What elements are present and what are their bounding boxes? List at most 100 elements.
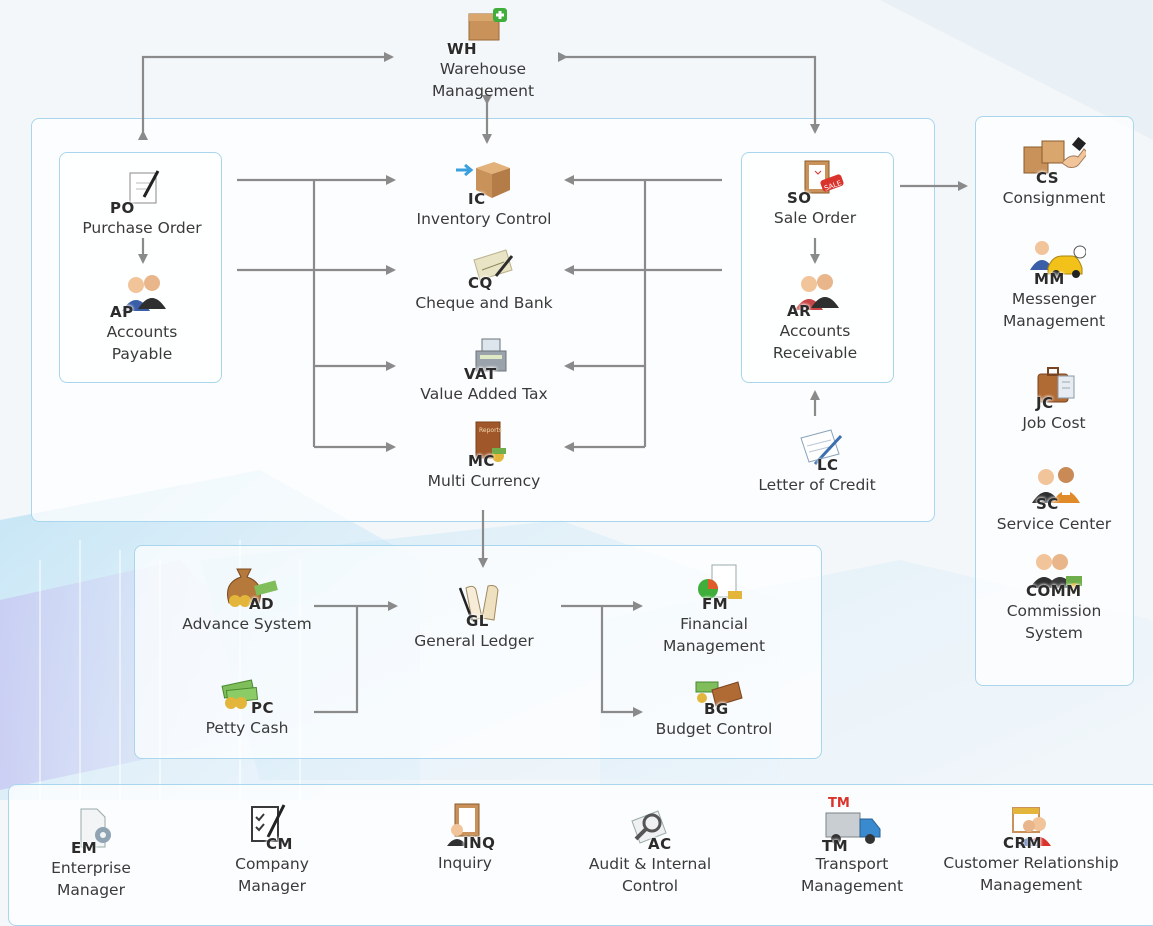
module-label: Company Manager bbox=[235, 855, 309, 895]
module-abbr: SO bbox=[787, 189, 812, 207]
module-label: Consignment bbox=[1002, 189, 1106, 207]
module-value-added-tax[interactable]: VAT Value Added Tax bbox=[394, 333, 574, 405]
module-abbr: IC bbox=[468, 190, 486, 208]
module-warehouse[interactable]: WH Warehouse Management bbox=[393, 8, 573, 102]
module-abbr: LC bbox=[817, 456, 839, 474]
module-budget-control[interactable]: BG Budget Control bbox=[624, 668, 804, 740]
briefcase-icon: JC bbox=[1022, 362, 1086, 412]
module-label: Audit & Internal Control bbox=[588, 855, 712, 895]
module-label: Cheque and Bank bbox=[415, 294, 553, 312]
arrow-gl-bg bbox=[600, 606, 643, 717]
module-abbr: INQ bbox=[463, 834, 496, 852]
book-money-icon: BG bbox=[682, 668, 746, 718]
magnifier-icon: AC bbox=[618, 803, 682, 853]
module-label: Accounts Payable bbox=[106, 323, 178, 363]
people-icon: AP bbox=[110, 271, 174, 321]
module-abbr: CS bbox=[1036, 169, 1060, 187]
document-gear-icon: EM bbox=[59, 807, 123, 857]
module-messenger-management[interactable]: MM Messenger Management bbox=[964, 238, 1144, 332]
module-inventory-control[interactable]: IC Inventory Control bbox=[394, 158, 574, 230]
cheque-icon: CQ bbox=[452, 242, 516, 292]
module-label: Warehouse Management bbox=[431, 60, 535, 100]
module-abbr: WH bbox=[447, 40, 478, 58]
money-bag-icon: AD bbox=[215, 563, 279, 613]
module-accounts-receivable[interactable]: AR Accounts Receivable bbox=[725, 270, 905, 364]
taxi-icon: MM bbox=[1022, 238, 1087, 288]
module-advance-system[interactable]: AD Advance System bbox=[157, 563, 337, 635]
purchase-panel bbox=[59, 152, 222, 383]
module-accounts-payable[interactable]: AP Accounts Payable bbox=[52, 271, 232, 365]
module-label: Service Center bbox=[996, 515, 1112, 533]
module-abbr: PO bbox=[110, 199, 135, 217]
module-label: Customer Relationship Management bbox=[943, 854, 1119, 894]
report-book-icon: Reports MC bbox=[452, 420, 516, 470]
module-label: Purchase Order bbox=[82, 219, 202, 237]
box-arrow-icon: IC bbox=[452, 158, 516, 208]
module-cheque-bank[interactable]: CQ Cheque and Bank bbox=[394, 242, 574, 314]
module-purchase-order[interactable]: PO Purchase Order bbox=[52, 167, 232, 239]
module-consignment[interactable]: CS Consignment bbox=[964, 136, 1144, 209]
module-label: Inventory Control bbox=[416, 210, 552, 228]
module-label: Advance System bbox=[182, 615, 312, 633]
module-abbr: AD bbox=[249, 595, 275, 613]
module-company-manager[interactable]: CM Company Manager bbox=[182, 803, 362, 897]
module-petty-cash[interactable]: PC Petty Cash bbox=[157, 667, 337, 739]
module-job-cost[interactable]: JC Job Cost bbox=[964, 362, 1144, 434]
module-label: Value Added Tax bbox=[420, 385, 548, 403]
cash-register-icon: VAT bbox=[452, 333, 516, 383]
module-service-center[interactable]: SC Service Center bbox=[964, 463, 1144, 535]
module-label: Messenger Management bbox=[1002, 290, 1106, 330]
module-commission-system[interactable]: COMM Commission System bbox=[964, 550, 1144, 644]
module-financial-management[interactable]: FM Financial Management bbox=[624, 563, 804, 657]
tools-panel bbox=[8, 784, 1153, 926]
module-label: Job Cost bbox=[1022, 414, 1086, 432]
module-label: General Ledger bbox=[414, 632, 534, 650]
clipboard-person-icon: INQ bbox=[433, 802, 497, 852]
document-pen-icon: LC bbox=[785, 424, 849, 474]
module-label: Commission System bbox=[1006, 602, 1102, 642]
module-general-ledger[interactable]: GL General Ledger bbox=[384, 580, 564, 652]
arrow-wh-so bbox=[558, 52, 820, 134]
module-transport-management[interactable]: TM TM Transport Management bbox=[762, 795, 942, 897]
module-letter-of-credit[interactable]: LC Letter of Credit bbox=[727, 424, 907, 496]
module-label: Sale Order bbox=[773, 209, 857, 227]
module-abbr: SC bbox=[1036, 495, 1059, 513]
module-abbr: CRM bbox=[1003, 834, 1042, 852]
module-sale-order[interactable]: SALE SO Sale Order bbox=[725, 157, 905, 229]
module-enterprise-manager[interactable]: EM Enterprise Manager bbox=[1, 807, 181, 901]
module-abbr: CM bbox=[266, 835, 293, 853]
module-abbr: TM bbox=[822, 837, 849, 855]
module-label: Financial Management bbox=[662, 615, 766, 655]
module-abbr: AP bbox=[110, 303, 134, 321]
module-abbr: EM bbox=[71, 839, 98, 857]
boxes-handshake-icon: CS bbox=[1022, 136, 1089, 187]
module-label: Budget Control bbox=[655, 720, 773, 738]
module-abbr: PC bbox=[251, 699, 275, 717]
module-inquiry[interactable]: INQ Inquiry bbox=[375, 802, 555, 874]
module-audit-internal-control[interactable]: AC Audit & Internal Control bbox=[560, 803, 740, 897]
module-label: Multi Currency bbox=[427, 472, 541, 490]
module-abbr: GL bbox=[466, 612, 489, 630]
module-customer-relationship-management[interactable]: CRM Customer Relationship Management bbox=[941, 802, 1121, 896]
svg-text:Reports: Reports bbox=[479, 427, 502, 434]
people-money-icon: COMM bbox=[1022, 550, 1086, 600]
module-abbr: CQ bbox=[468, 274, 493, 292]
module-label: Petty Cash bbox=[205, 719, 289, 737]
module-label: Enterprise Manager bbox=[51, 859, 131, 899]
module-multi-currency[interactable]: Reports MC Multi Currency bbox=[394, 420, 574, 492]
module-abbr: COMM bbox=[1026, 582, 1082, 600]
box-plus-icon: WH bbox=[447, 8, 515, 58]
checklist-icon: CM bbox=[240, 803, 304, 853]
arrow-pc-gl bbox=[314, 606, 359, 714]
cash-stack-icon: PC bbox=[215, 667, 279, 717]
tm-badge: TM bbox=[828, 796, 850, 811]
open-book-icon: GL bbox=[442, 580, 506, 630]
module-abbr: MC bbox=[468, 452, 495, 470]
module-abbr: JC bbox=[1036, 394, 1054, 412]
module-abbr: MM bbox=[1034, 270, 1065, 288]
clipboard-sale-icon: SALE SO bbox=[783, 157, 847, 207]
module-label: Transport Management bbox=[800, 855, 904, 895]
module-abbr: FM bbox=[702, 595, 729, 613]
module-abbr: VAT bbox=[464, 365, 497, 383]
